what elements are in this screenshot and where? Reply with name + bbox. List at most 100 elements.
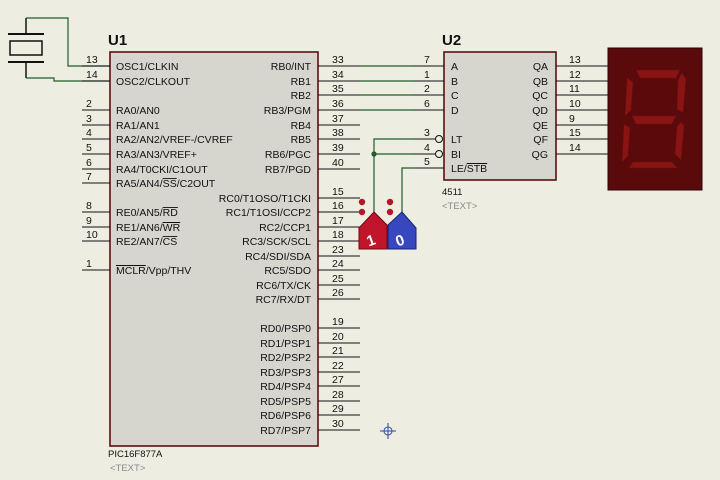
u2-pin-number: 2 xyxy=(424,83,430,95)
u1-pin-number: 10 xyxy=(86,229,98,241)
u2-pin-label: BI xyxy=(451,149,461,161)
u1-pin-number: 23 xyxy=(332,244,344,256)
u1-pin-label: RC1/T1OSI/CCP2 xyxy=(226,207,311,219)
u1-pin-label: RD3/PSP3 xyxy=(260,367,311,379)
u1-pin-label: RC7/RX/DT xyxy=(256,294,312,306)
u1-pin-number: 14 xyxy=(86,69,98,81)
u2-pin[interactable]: 1B xyxy=(414,69,458,88)
u2-pin-number: 15 xyxy=(569,127,581,139)
u1-pin-number: 9 xyxy=(86,215,92,227)
u1-pin-number: 25 xyxy=(332,273,344,285)
seven-segment-display-icon[interactable] xyxy=(607,47,703,191)
u1-pin-number: 28 xyxy=(332,389,344,401)
u1-pin-label: RD0/PSP0 xyxy=(260,323,311,335)
crystal-icon[interactable] xyxy=(8,18,44,78)
u2-pin-label: B xyxy=(451,76,458,88)
u1-pin-label: RC3/SCK/SCL xyxy=(242,236,311,248)
u1-pin-label: RC6/TX/CK xyxy=(256,280,311,292)
u2-pin-label: QF xyxy=(533,134,548,146)
u2-pin[interactable]: 3LT xyxy=(414,127,463,146)
u2-pin-number: 5 xyxy=(424,156,430,168)
wire-junction-dot xyxy=(371,151,377,157)
u1-reference-label: U1 xyxy=(108,32,127,49)
u1-pin-label: RD4/PSP4 xyxy=(260,381,311,393)
u2-pin[interactable]: 4BI xyxy=(414,142,461,161)
u2-pin-number: 10 xyxy=(569,98,581,110)
u2-pin[interactable]: 6D xyxy=(414,98,459,117)
u2-pin-number: 9 xyxy=(569,113,575,125)
u2-chip-body[interactable] xyxy=(443,51,557,181)
u1-text-placeholder: <TEXT> xyxy=(110,463,146,474)
u2-pin[interactable]: 5LE/STB xyxy=(414,156,488,175)
u2-pin[interactable]: 2C xyxy=(414,83,459,102)
u2-pin-label: QE xyxy=(533,120,548,132)
u1-pin-number: 13 xyxy=(86,54,98,66)
u2-pin[interactable]: 7A xyxy=(414,54,458,73)
u1-pin-label: RB1 xyxy=(291,76,312,88)
u2-pin-label: D xyxy=(451,105,459,117)
u1-pin-label: RA4/T0CKI/C1OUT xyxy=(116,164,208,176)
u2-pin-number: 4 xyxy=(424,142,430,154)
u1-pin-label: RB7/PGD xyxy=(265,164,312,176)
u1-pin-label: RA2/AN2/VREF-/CVREF xyxy=(116,134,233,146)
u2-pin[interactable]: 9QE xyxy=(533,113,608,132)
u1-pin-label: RA5/AN4/SS/C2OUT xyxy=(116,178,216,190)
u2-pin-label: QA xyxy=(533,61,548,73)
u1-pin-label: RC4/SDI/SDA xyxy=(245,251,311,263)
u1-pin-number: 17 xyxy=(332,215,344,227)
u1-pin-label: MCLR/Vpp/THV xyxy=(116,265,191,277)
logic-probe-high[interactable]: 1 xyxy=(358,198,388,251)
u1-chip-body[interactable] xyxy=(109,51,319,447)
u2-pin-label: QB xyxy=(533,76,548,88)
u1-pin-label: RA3/AN3/VREF+ xyxy=(116,149,197,161)
u1-pin-number: 22 xyxy=(332,360,344,372)
u1-pin-number: 35 xyxy=(332,83,344,95)
logic-probe-low[interactable]: 0 xyxy=(386,198,417,251)
u1-pin-number: 37 xyxy=(332,113,344,125)
u1-pin-label: OSC2/CLKOUT xyxy=(116,76,191,88)
